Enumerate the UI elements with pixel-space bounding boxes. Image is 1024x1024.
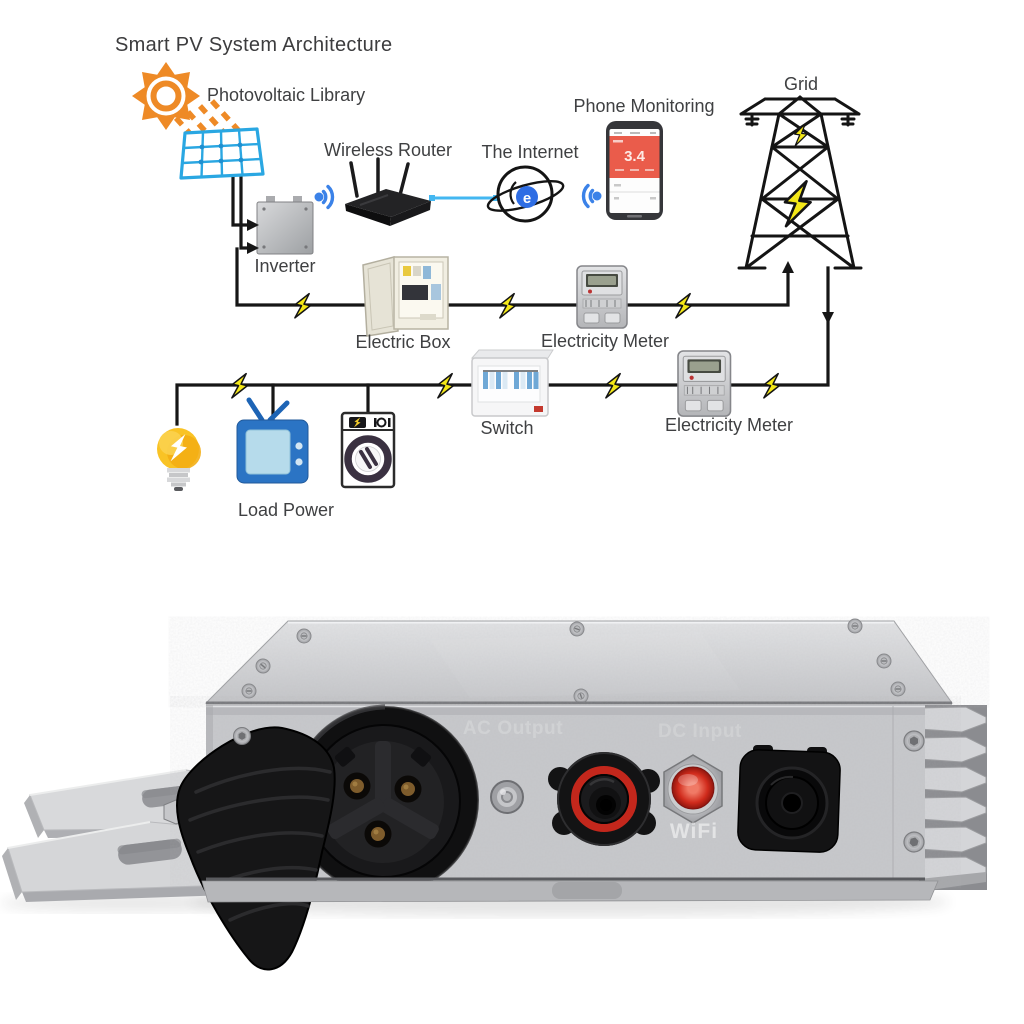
top-cover [204,618,953,706]
dc-connector-negative [737,745,841,853]
load-power-label: Load Power [238,500,334,520]
ac-connector [291,704,479,894]
arrow-down-icon [822,312,834,324]
washing-machine-icon [340,411,396,489]
panel-print-dc: DC Input [658,721,742,742]
internet-letter: e [523,190,531,207]
inverter-product-photo: AC Output DC Input [0,618,987,971]
tv-icon [236,397,309,484]
phone-screen-value: 3.4 [624,148,646,165]
led-indicator [490,780,524,814]
wifi-button-label: WiFi [670,820,718,843]
panel-screw [903,730,925,752]
switch-icon [470,349,554,417]
arrow-up-icon [782,261,794,273]
phone-icon: 3.4 [606,121,663,220]
router-label: Wireless Router [324,140,452,160]
internet-label: The Internet [481,142,578,162]
electricity-meter-icon [677,350,732,417]
dc-connector-positive [548,752,660,846]
inverter-label: Inverter [254,256,315,276]
pv-system-diagram: Smart PV System Architecture [115,34,863,520]
wifi-button [663,754,723,824]
electric-box-label: Electric Box [355,332,450,352]
switch-label: Switch [480,418,533,438]
bottom-edge [201,877,939,903]
heat-sink-fins [918,705,987,890]
panel-screw [232,726,252,746]
electric-box-icon [362,256,449,337]
phone-label: Phone Monitoring [573,96,714,116]
meter-top-label: Electricity Meter [541,331,669,351]
wifi-signal-icon [314,184,335,210]
diagram-title: Smart PV System Architecture [115,34,392,56]
mounting-bracket-lower [2,821,259,902]
router-icon [345,157,431,226]
wifi-signal-icon [581,183,602,209]
electricity-meter-icon [576,265,628,329]
sun-icon [132,62,259,166]
inverter-icon [256,196,314,255]
panel-print-ac: AC Output [463,718,563,739]
internet-icon: e [486,165,565,223]
solar-panel-icon [179,127,265,180]
ac-connector-cap [176,726,336,971]
pv-label: Photovoltaic Library [207,85,365,105]
grid-label: Grid [784,74,818,94]
meter-bottom-label: Electricity Meter [665,415,793,435]
grid-tower-icon [737,95,863,270]
bulb-icon [157,428,201,491]
